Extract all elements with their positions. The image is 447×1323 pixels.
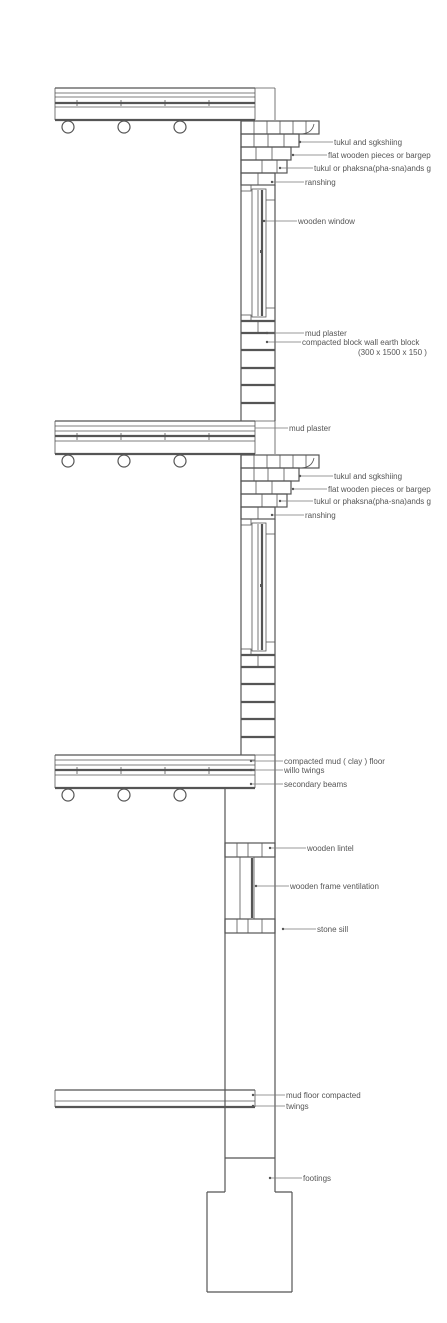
label-top-tukul: tukul and sgkshiing bbox=[334, 138, 402, 147]
label-mud-floor-compacted: mud floor compacted bbox=[286, 1091, 361, 1100]
label-secondary-beams: secondary beams bbox=[284, 780, 347, 789]
label-top-ranshing: ranshing bbox=[305, 178, 336, 187]
label-wooden-window: wooden window bbox=[297, 217, 355, 226]
label-willo-twings: willo twings bbox=[283, 766, 324, 775]
first-floor-slab bbox=[54, 754, 275, 790]
ground-floor-slab bbox=[54, 1089, 256, 1109]
label-mid-tukul: tukul and sgkshiing bbox=[334, 472, 402, 481]
second-floor-round-beams bbox=[61, 454, 187, 468]
label-footings: footings bbox=[303, 1174, 331, 1183]
label-mud-plaster-2: mud plaster bbox=[289, 424, 331, 433]
first-floor-round-beams bbox=[61, 788, 187, 802]
middle-corbel bbox=[240, 454, 320, 520]
label-top-phaksna: tukul or phaksna(pha-sna)ands g bbox=[314, 164, 431, 173]
upper-wall bbox=[240, 121, 276, 421]
label-block-dimensions: (300 x 1500 x 150 ) bbox=[358, 348, 427, 357]
label-block-wall: compacted block wall earth block bbox=[302, 338, 420, 347]
label-wooden-lintel: wooden lintel bbox=[306, 844, 354, 853]
label-wooden-frame-ventilation: wooden frame ventilation bbox=[289, 882, 379, 891]
ventilation-opening bbox=[224, 842, 276, 934]
label-stone-sill: stone sill bbox=[317, 925, 348, 934]
label-top-flat-pieces: flat wooden pieces or bargep bbox=[328, 151, 431, 160]
middle-block-courses bbox=[241, 653, 275, 739]
label-mud-plaster-1: mud plaster bbox=[305, 329, 347, 338]
roof-slab bbox=[54, 87, 256, 122]
label-mid-ranshing: ranshing bbox=[305, 511, 336, 520]
upper-window bbox=[240, 184, 275, 322]
middle-window bbox=[240, 518, 275, 656]
ground-wall bbox=[224, 755, 276, 1158]
label-mid-flat-pieces: flat wooden pieces or bargep bbox=[328, 485, 431, 494]
label-twings: twings bbox=[286, 1102, 309, 1111]
second-floor-slab bbox=[54, 420, 276, 456]
roof-round-beams bbox=[61, 120, 187, 134]
label-mid-phaksna: tukul or phaksna(pha-sna)ands g bbox=[314, 497, 431, 506]
top-corbel bbox=[240, 120, 320, 186]
label-clay-floor: compacted mud ( clay ) floor bbox=[284, 757, 385, 766]
footing bbox=[206, 1157, 293, 1293]
leader-lines bbox=[249, 140, 333, 1180]
middle-wall bbox=[240, 455, 276, 755]
